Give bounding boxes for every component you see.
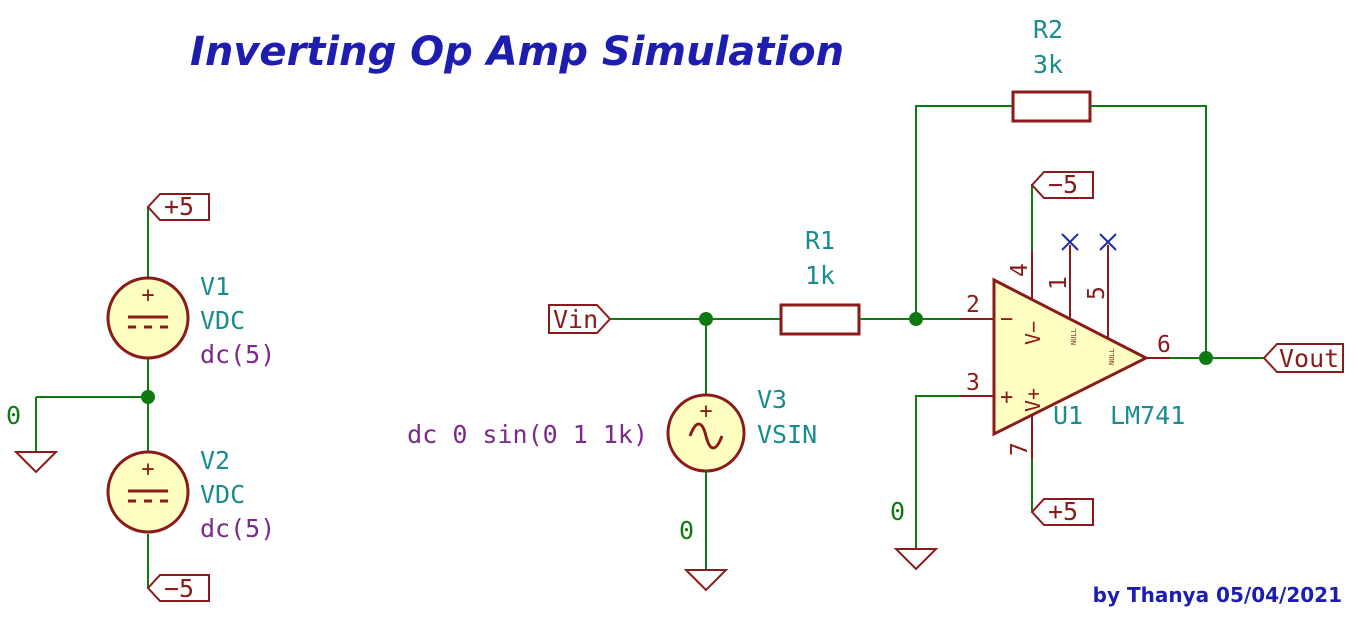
pin-num-6: 6 <box>1157 332 1171 358</box>
svg-text:+: + <box>141 283 154 308</box>
v1-type: VDC <box>200 306 245 335</box>
svg-text:−5: −5 <box>164 574 194 603</box>
opamp-body <box>992 277 1150 437</box>
power-label-opamp-top: −5 <box>1030 170 1094 199</box>
v3-value: dc 0 sin(0 1 1k) <box>407 420 648 449</box>
supply-section: +5 −5 0 + V1 VDC dc(5) + V2 VDC <box>6 192 275 603</box>
svg-text:Vout: Vout <box>1279 344 1339 373</box>
resistor-r1 <box>779 303 861 336</box>
junction-supply-mid <box>141 390 155 404</box>
svg-text:+: + <box>699 399 712 424</box>
null5-name: NULL <box>1108 348 1116 365</box>
u1-value: LM741 <box>1110 401 1185 430</box>
source-v1: + <box>106 276 190 360</box>
pin-num-1: 1 <box>1046 276 1072 290</box>
junction-vin <box>699 312 713 326</box>
null1-name: NULL <box>1070 328 1078 345</box>
power-label-v1-top: +5 <box>146 192 210 221</box>
power-label-v2-bottom: −5 <box>146 574 210 603</box>
source-v2: + <box>106 450 190 534</box>
no-connect-marker-1 <box>1061 233 1079 251</box>
pin-num-4: 4 <box>1007 263 1033 277</box>
svg-text:+5: +5 <box>1048 497 1078 526</box>
junction-output <box>1199 351 1213 365</box>
page-title: Inverting Op Amp Simulation <box>190 29 844 75</box>
ground-symbol-v3 <box>683 569 729 592</box>
ground-label-opamp: 0 <box>890 497 905 526</box>
v1-value: dc(5) <box>200 340 275 369</box>
r2-value: 3k <box>1033 50 1063 79</box>
opamp-u1: 2 3 − + 4 7 V− V+ 1 5 NULL NULL 6 U1 LM7… <box>960 233 1185 460</box>
net-label-vout: Vout <box>1262 343 1344 373</box>
power-label-opamp-bottom: +5 <box>1030 497 1094 526</box>
v3-ref: V3 <box>757 385 787 414</box>
inv-sign: − <box>1000 307 1013 332</box>
net-label-vin: Vin <box>548 304 612 334</box>
svg-text:+: + <box>141 457 154 482</box>
v2-ref: V2 <box>200 446 230 475</box>
v3-type: VSIN <box>757 420 817 449</box>
wire-noninv-ground <box>915 395 960 549</box>
pin-num-7: 7 <box>1007 442 1033 456</box>
wire-feedback-left <box>915 105 1012 319</box>
u1-ref: U1 <box>1053 401 1083 430</box>
source-v3: + <box>666 393 746 473</box>
ground-label-v3: 0 <box>679 516 694 545</box>
svg-text:+5: +5 <box>164 192 194 221</box>
ground-label-left: 0 <box>6 401 21 430</box>
v2-value: dc(5) <box>200 514 275 543</box>
v2-type: VDC <box>200 480 245 509</box>
v1-ref: V1 <box>200 272 230 301</box>
author-note: by Thanya 05/04/2021 <box>1093 583 1342 607</box>
vplus-name: V+ <box>1021 388 1045 412</box>
r1-ref: R1 <box>805 226 835 255</box>
r1-value: 1k <box>805 261 835 290</box>
feedback-section: R2 3k <box>915 15 1207 358</box>
svg-text:Vin: Vin <box>553 305 598 334</box>
resistor-r2 <box>1011 90 1092 123</box>
noninv-sign: + <box>1000 385 1013 410</box>
vminus-name: V− <box>1021 321 1045 345</box>
pin-num-3: 3 <box>966 370 980 396</box>
pin-num-5: 5 <box>1084 286 1110 300</box>
pin-num-2: 2 <box>966 292 980 318</box>
ground-symbol-opamp <box>893 548 939 571</box>
wire-feedback-right <box>1090 105 1207 358</box>
svg-text:−5: −5 <box>1048 170 1078 199</box>
r2-ref: R2 <box>1033 15 1063 44</box>
input-section: Vin + V3 VSIN dc 0 sin(0 1 1k) 0 R1 1k <box>407 226 960 592</box>
no-connect-marker-5 <box>1099 233 1117 251</box>
ground-symbol-left <box>13 451 59 474</box>
